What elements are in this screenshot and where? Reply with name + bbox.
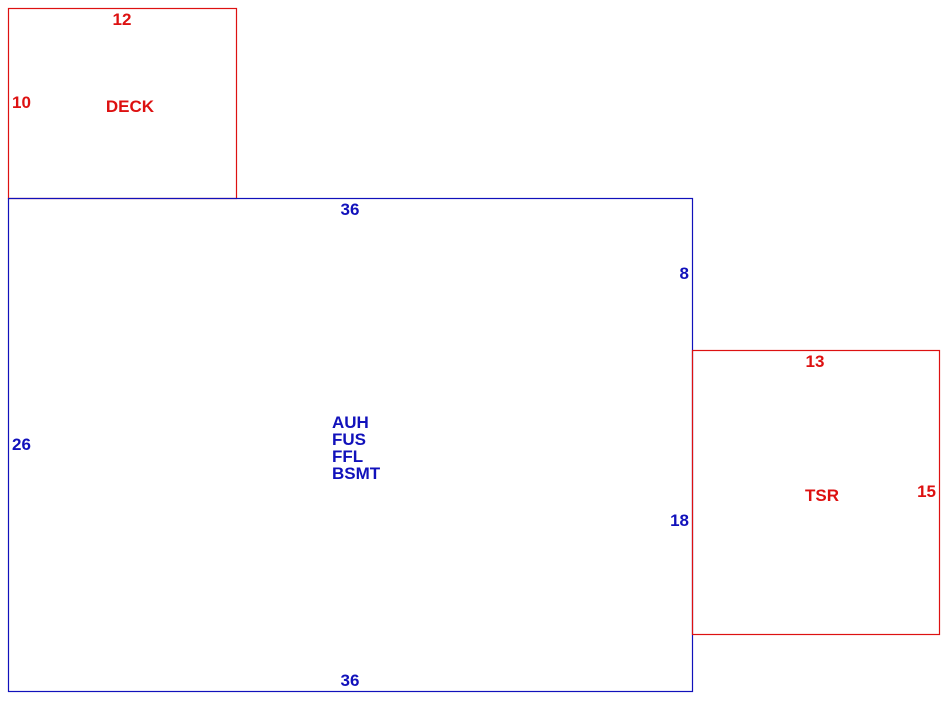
main-dim-bottom: 36 (341, 671, 360, 690)
deck-dim-top: 12 (113, 10, 132, 29)
tsr-outline (691, 349, 941, 636)
tsr-label: TSR (805, 486, 839, 505)
main-label-line: FUS (332, 430, 366, 449)
main-dim-top: 36 (341, 200, 360, 219)
deck-area: 12 10 DECK (7, 7, 238, 200)
main-label-line: FFL (332, 447, 363, 466)
main-label-line: BSMT (332, 464, 381, 483)
deck-label: DECK (106, 97, 155, 116)
deck-dim-left: 10 (12, 93, 31, 112)
main-dim-right-upper: 8 (680, 264, 689, 283)
tsr-dim-right: 15 (917, 482, 936, 501)
main-label-line: AUH (332, 413, 369, 432)
main-dim-left: 26 (12, 435, 31, 454)
tsr-area: 13 15 TSR (691, 349, 941, 636)
tsr-dim-top: 13 (806, 352, 825, 371)
main-area: 36 36 26 8 18 AUH FUS FFL BSMT (7, 197, 694, 693)
main-label-stack: AUH FUS FFL BSMT (332, 413, 381, 483)
main-dim-right-lower: 18 (670, 511, 689, 530)
